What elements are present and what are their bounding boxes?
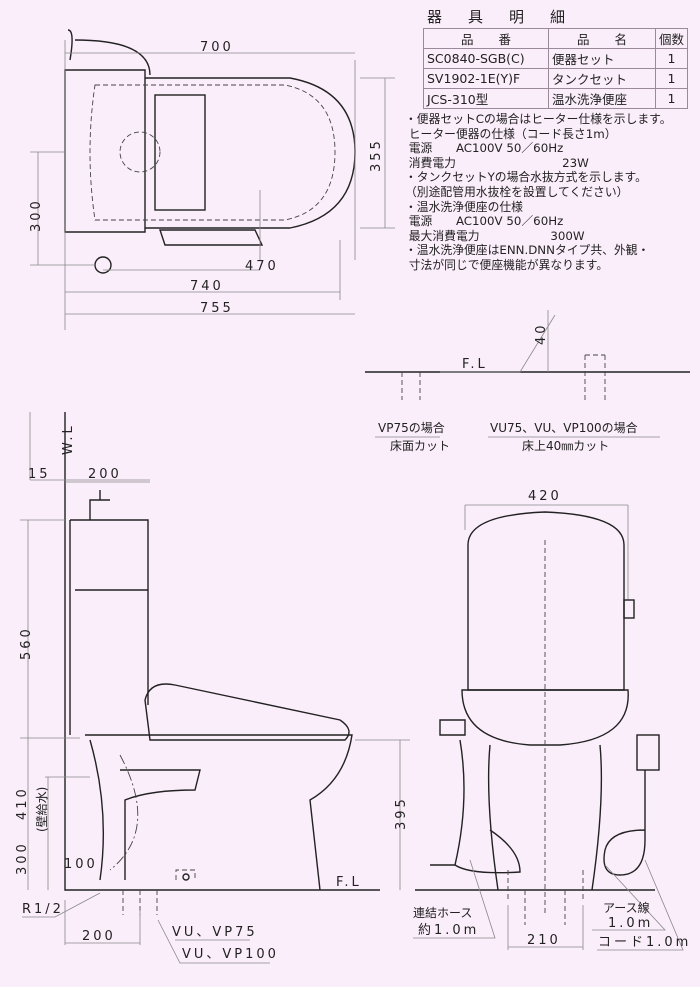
plan-drain-circle <box>119 131 161 173</box>
table-row: SC0840-SGB(C) 便器セット 1 <box>423 48 689 69</box>
header-qty: 個数 <box>654 28 689 49</box>
note-line: ・温水洗浄便座はENN.DNNタイプ共、外観・ <box>405 243 650 258</box>
vp75-sub: 床面カット <box>390 439 450 453</box>
earth-label: アース線 <box>603 900 650 915</box>
vp75-title: VP75の場合 <box>378 420 445 435</box>
note-line: ・便器セットCの場合はヒーター仕様を示します。 <box>405 112 672 126</box>
wl-label: W.L <box>61 423 76 455</box>
dim-200-top: 200 <box>88 467 122 482</box>
front-control <box>439 719 466 736</box>
note-line: 電源 AC100V 50／60Hz <box>405 141 564 156</box>
dim-210: 210 <box>527 933 561 948</box>
plan-side-panel <box>159 229 264 246</box>
dim-200-bottom: 200 <box>82 929 116 944</box>
dim-560: 560 <box>19 626 34 660</box>
dim-300: 300 <box>15 841 30 875</box>
dim-395: 395 <box>394 796 409 830</box>
r-half-label: R1/2 <box>22 902 64 917</box>
dim-700: 700 <box>200 40 234 55</box>
spec-table-block: 器具明細 品 番 品 名 個数 SC0840-SGB(C) 便器セット 1 SV… <box>405 6 700 273</box>
row-code: SC0840-SGB(C) <box>423 48 549 69</box>
front-tank <box>467 511 625 691</box>
hose-label: 連結ホース <box>413 906 472 920</box>
plan-view: 700 355 300 470 740 755 <box>29 29 395 330</box>
side-fl-label: F.L <box>336 875 362 890</box>
row-name: タンクセット <box>548 68 656 89</box>
dim-740: 740 <box>190 279 224 294</box>
plan-tank <box>64 69 146 233</box>
plan-valve <box>94 256 112 274</box>
table-row: SV1902-1E(Y)F タンクセット 1 <box>423 68 689 89</box>
header-code: 品 番 <box>423 28 549 49</box>
vu-sub: 床上40㎜カット <box>522 439 609 453</box>
side-seat <box>144 683 350 741</box>
hose-length: 約1.0m <box>418 923 479 938</box>
note-line: ・タンクセットYの場合水抜方式を示します。 <box>405 170 647 185</box>
side-tank <box>69 519 149 735</box>
spec-table: 品 番 品 名 個数 SC0840-SGB(C) 便器セット 1 SV1902-… <box>423 28 689 109</box>
side-wall-floor <box>64 412 380 891</box>
vu-title: VU75、VU、VP100の場合 <box>490 420 638 435</box>
row-code: JCS-310型 <box>423 88 549 109</box>
floor-detail: F.L 40 VP75の場合 床面カット VU75、VU、VP100の場合 床上… <box>365 310 690 453</box>
dim-755: 755 <box>200 301 234 316</box>
row-qty: 1 <box>654 68 689 89</box>
row-name: 温水洗浄便座 <box>548 88 656 109</box>
dim-410: 410 <box>15 786 30 820</box>
cord-label: コード1.0m <box>598 935 691 950</box>
side-bowl <box>85 734 353 891</box>
side-view: W.L 15 200 560 410 (壁給水) 300 395 100 F.L… <box>15 412 410 964</box>
plan-control-panel <box>154 94 206 211</box>
plan-supply-pipe <box>67 29 73 61</box>
outlet <box>636 734 660 771</box>
pipe1-label: VU、VP75 <box>172 925 258 940</box>
note-line: 寸法が同じで便座機能が異なります。 <box>405 257 609 272</box>
spec-title: 器具明細 <box>427 8 592 26</box>
table-row: JCS-310型 温水洗浄便座 1 <box>423 88 689 109</box>
power-cord <box>603 770 646 876</box>
dim-470: 470 <box>245 259 279 274</box>
note-line: ・温水洗浄便座の仕様 <box>405 199 523 214</box>
spec-notes: ・便器セットCの場合はヒーター仕様を示します。 ヒーター便器の仕様（コード長さ1… <box>405 112 700 273</box>
plan-seat-outline <box>89 84 336 221</box>
header-name: 品 名 <box>548 28 656 49</box>
dim-15: 15 <box>28 467 51 482</box>
table-header-row: 品 番 品 名 個数 <box>423 28 689 49</box>
dim-40: 40 <box>534 322 549 345</box>
front-seat <box>461 689 629 746</box>
row-name: 便器セット <box>548 48 656 69</box>
note-line: ヒーター便器の仕様（コード長さ1m） <box>405 126 617 141</box>
pipe2-label: VU、VP100 <box>182 947 279 962</box>
side-lever <box>89 490 110 520</box>
connection-hose <box>430 739 521 874</box>
row-qty: 1 <box>654 48 689 69</box>
note-line: 最大消費電力 300W <box>405 228 585 243</box>
floor-fl-label: F.L <box>462 357 488 372</box>
front-bowl <box>487 744 603 891</box>
plan-bowl <box>145 77 356 229</box>
dim-100: 100 <box>64 857 98 872</box>
dim-300: 300 <box>29 198 44 232</box>
wall-supply-label: (壁給水) <box>34 787 49 832</box>
front-view: 420 210 連結ホース 約1.0m アース線 1.0m コード1.0m <box>413 489 691 951</box>
note-line: 消費電力 23W <box>405 155 589 170</box>
note-line: 電源 AC100V 50／60Hz <box>405 214 564 229</box>
earth-length: 1.0m <box>608 916 653 931</box>
row-code: SV1902-1E(Y)F <box>423 68 549 89</box>
dim-355: 355 <box>369 138 384 172</box>
dim-420: 420 <box>528 489 562 504</box>
row-qty: 1 <box>654 88 689 109</box>
note-line: （別途配管用水抜栓を設置してください） <box>405 184 629 199</box>
